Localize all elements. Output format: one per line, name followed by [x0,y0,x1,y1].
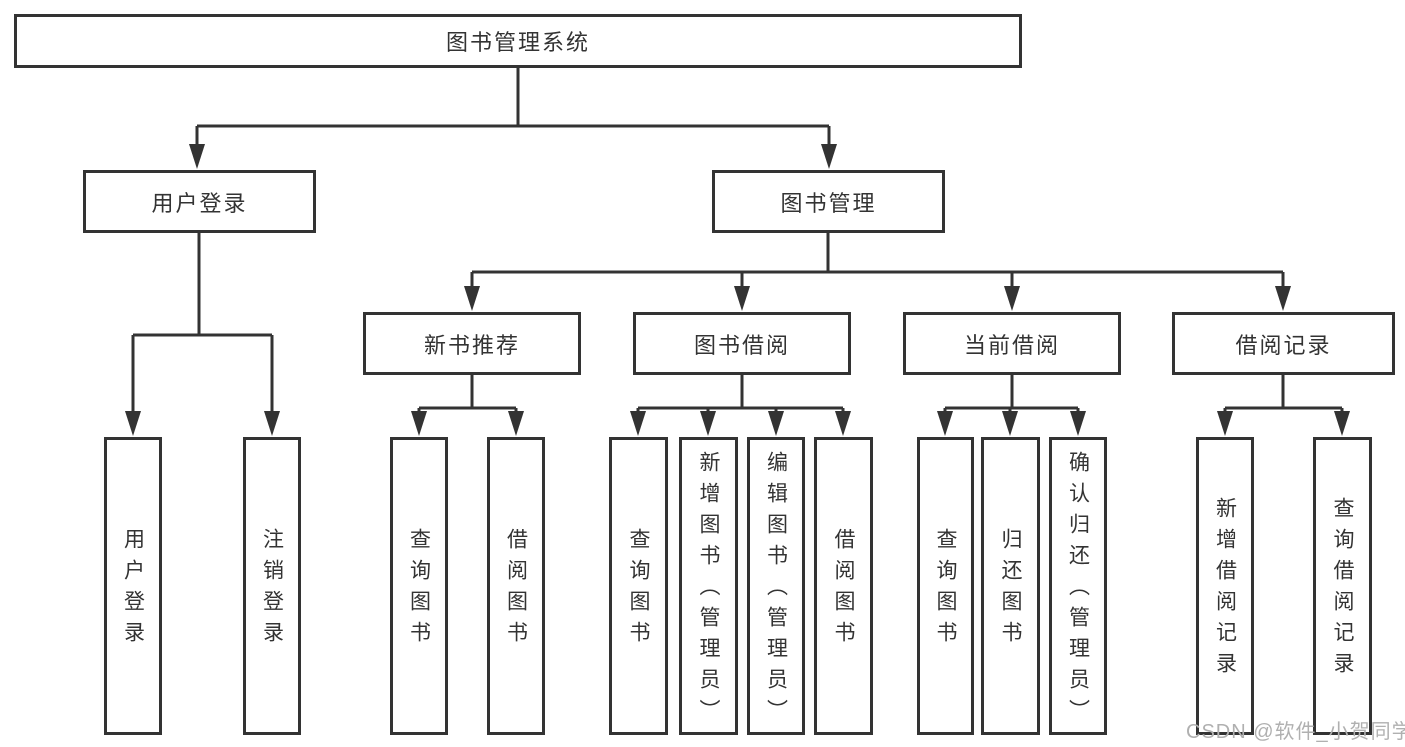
arrow-down-icon [768,411,784,436]
arrow-down-icon [937,411,953,436]
node-user-login: 用户登录 [104,437,162,735]
node-book-management: 图书管理 [712,170,945,233]
node-add-borrow-record: 新增借阅记录 [1196,437,1254,735]
node-new-book-recommend: 新书推荐 [363,312,581,375]
node-query-books-borrow: 查询图书 [609,437,668,735]
arrow-down-icon [1004,286,1020,311]
csdn-watermark: CSDN @软件_小贺同学 [1186,721,1405,743]
arrow-down-icon [630,411,646,436]
node-current-borrowing: 当前借阅 [903,312,1121,375]
node-add-books-admin: 新增图书（管理员） [679,437,738,735]
arrow-down-icon [1070,411,1086,436]
arrowheads [125,144,1350,436]
arrow-down-icon [411,411,427,436]
arrow-down-icon [1334,411,1350,436]
node-user-login-branch: 用户登录 [83,170,316,233]
arrow-down-icon [700,411,716,436]
arrow-down-icon [821,144,837,169]
node-book-borrowing: 图书借阅 [633,312,851,375]
node-return-books: 归还图书 [981,437,1040,735]
node-edit-books-admin: 编辑图书（管理员） [747,437,805,735]
node-borrow-books-new: 借阅图书 [487,437,545,735]
arrow-down-icon [125,411,141,436]
arrow-down-icon [1002,411,1018,436]
arrow-down-icon [264,411,280,436]
node-system-root: 图书管理系统 [14,14,1022,68]
arrow-down-icon [1217,411,1233,436]
node-borrow-books: 借阅图书 [814,437,873,735]
arrow-down-icon [464,286,480,311]
arrow-down-icon [508,411,524,436]
node-query-books-current: 查询图书 [917,437,974,735]
node-confirm-return-admin: 确认归还（管理员） [1049,437,1107,735]
arrow-down-icon [1275,286,1291,311]
arrow-down-icon [835,411,851,436]
node-query-books-new: 查询图书 [390,437,448,735]
arrow-down-icon [734,286,750,311]
node-borrowing-records: 借阅记录 [1172,312,1395,375]
node-logout: 注销登录 [243,437,301,735]
node-query-borrow-record: 查询借阅记录 [1313,437,1372,735]
arrow-down-icon [189,144,205,169]
